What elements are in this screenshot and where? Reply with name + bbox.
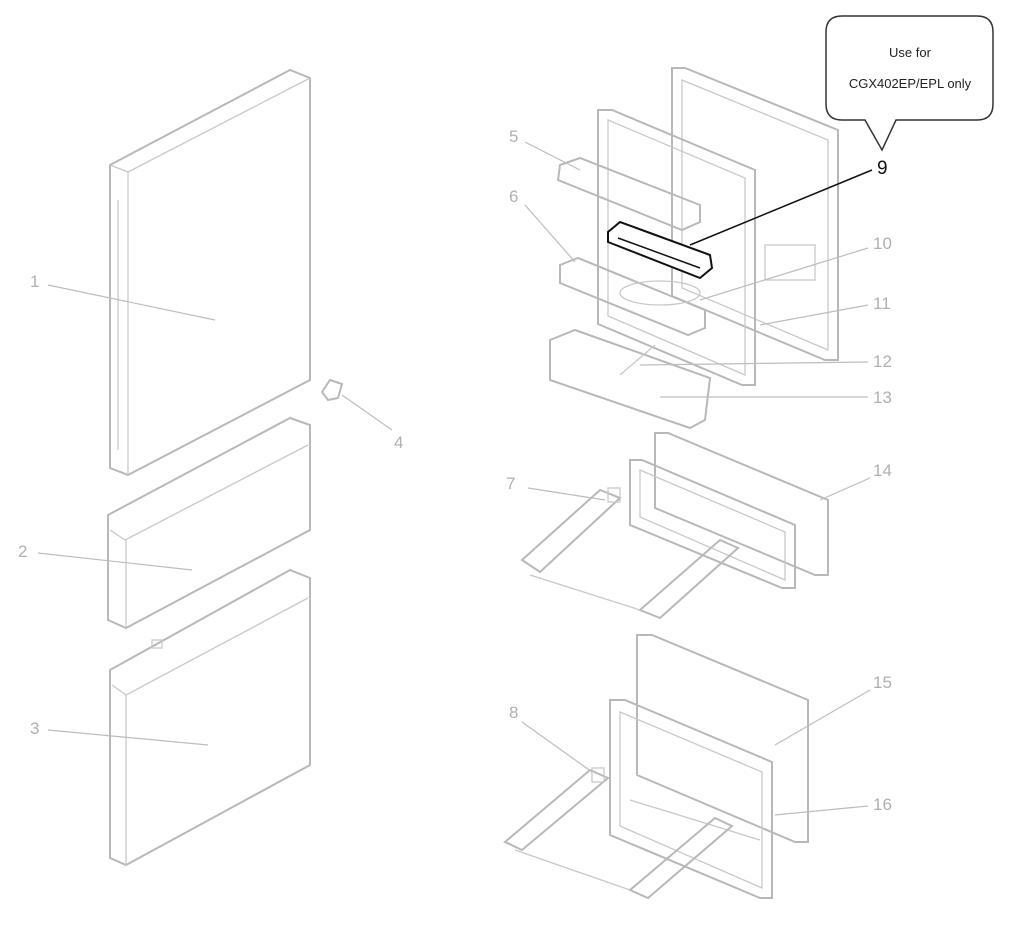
label-12: 12 xyxy=(873,352,892,371)
part-9-small-shelf-highlighted xyxy=(607,220,714,280)
part-13-bottle-bin xyxy=(549,328,712,430)
part-8-drawer-rails xyxy=(503,767,734,900)
callout-line-2: CGX402EP/EPL only xyxy=(849,76,972,91)
part-labels: 1 2 3 4 5 6 7 8 9 10 11 12 13 14 15 16 xyxy=(18,127,892,814)
part-7-drawer-rails xyxy=(520,487,740,620)
callout-line-1: Use for xyxy=(889,45,932,60)
label-14: 14 xyxy=(873,461,892,480)
label-13: 13 xyxy=(873,388,892,407)
label-3: 3 xyxy=(30,719,39,738)
leader-lines xyxy=(37,141,873,816)
label-16: 16 xyxy=(873,795,892,814)
part-15-freezer-frame xyxy=(609,634,809,899)
callout-bubble: Use for CGX402EP/EPL only xyxy=(825,15,994,152)
part-4-hinge xyxy=(320,378,344,402)
label-4: 4 xyxy=(394,433,403,452)
label-9: 9 xyxy=(877,158,888,179)
part-5-door-shelf xyxy=(556,156,701,232)
label-8: 8 xyxy=(509,703,518,722)
label-11: 11 xyxy=(873,294,891,313)
label-5: 5 xyxy=(509,127,518,146)
label-15: 15 xyxy=(873,673,892,692)
label-7: 7 xyxy=(506,474,515,493)
part-1-fridge-door xyxy=(109,68,311,477)
label-10: 10 xyxy=(873,234,892,253)
part-14-drawer-front xyxy=(629,432,829,589)
label-2: 2 xyxy=(18,542,27,561)
label-1: 1 xyxy=(30,272,39,291)
part-6-door-shelf xyxy=(559,256,706,337)
part-2-drawer-door xyxy=(107,416,311,630)
part-3-freezer-door xyxy=(109,568,311,867)
label-6: 6 xyxy=(509,187,518,206)
